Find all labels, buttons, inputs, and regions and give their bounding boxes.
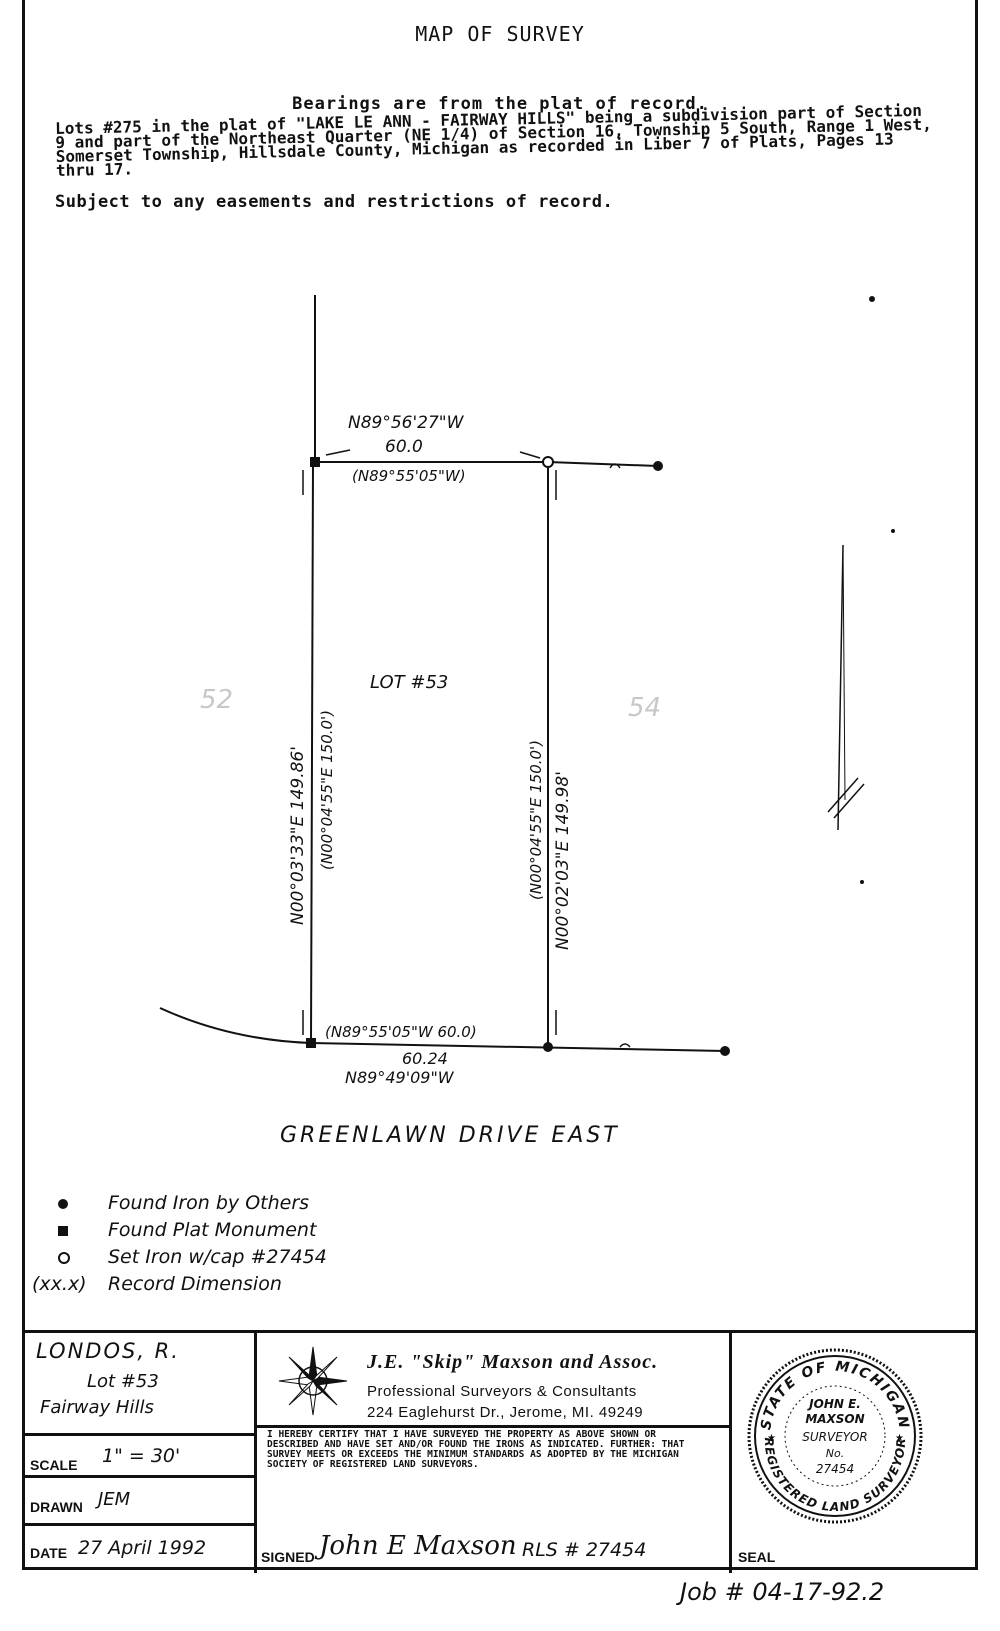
lot-line-west: [310, 461, 314, 1044]
break-mark-north: [609, 463, 621, 469]
firm-tagline: Professional Surveyors & Consultants: [367, 1383, 637, 1400]
break-mark-south: [619, 1043, 631, 1048]
legend-set-iron: Set Iron w/cap #27454: [108, 1246, 327, 1268]
adjacent-lot-west: 52: [200, 685, 233, 715]
right-of-way-curve: [159, 1007, 312, 1044]
set-iron-marker: [542, 456, 554, 468]
job-number: Job # 04-17-92.2: [680, 1578, 885, 1606]
divider: [22, 1523, 254, 1526]
compass-rose-logo: [278, 1346, 348, 1416]
lot-line-south: [310, 1042, 726, 1052]
signature: John E Maxson: [319, 1531, 517, 1561]
survey-mark-dot: [860, 880, 864, 884]
surveyor-seal: STATE OF MICHIGAN REGISTERED LAND SURVEY…: [747, 1348, 923, 1524]
lot-label: LOT #53: [370, 672, 448, 693]
seal-star-icon: ★: [767, 1433, 776, 1444]
found-iron-legend-icon: [58, 1190, 88, 1217]
west-measured-bearing: N00°03'33"E 149.86': [288, 746, 308, 925]
divider: [257, 1425, 729, 1428]
survey-mark-dot: [891, 529, 895, 533]
scale-value: 1" = 30': [102, 1445, 181, 1467]
survey-sheet-border: [22, 0, 978, 1570]
survey-map: N89°56'27"W 60.0 (N89°55'05"W) LOT #53 5…: [159, 295, 895, 1148]
seal-name: JOHN E.: [807, 1397, 861, 1411]
bottom-bearing: N89°49'09"W: [345, 1068, 455, 1087]
plat-monument-marker: [306, 1038, 316, 1048]
north-arrow-shaft: [837, 544, 844, 831]
lot-line-north-extension: [547, 461, 659, 467]
title-block-firm-panel: J.E. "Skip" Maxson and Assoc. Profession…: [257, 1333, 732, 1573]
seal-title: SURVEYOR: [802, 1430, 867, 1444]
found-iron-marker: [543, 1042, 553, 1052]
client-subdivision: Fairway Hills: [40, 1397, 154, 1418]
set-iron-legend-icon: [58, 1244, 88, 1271]
seal-label: SEAL: [738, 1549, 776, 1565]
dimension-arrow-top-right: [519, 451, 541, 459]
divider: [22, 1475, 254, 1478]
west-record-bearing: (N00°04'55"E 150.0'): [318, 710, 336, 870]
bottom-distance: 60.24: [402, 1049, 448, 1068]
top-distance: 60.0: [385, 437, 423, 457]
north-arrow-tip: [842, 544, 846, 801]
bearing-note: Bearings are from the plat of record.: [292, 94, 708, 114]
divider: [22, 1433, 254, 1436]
firm-name: J.E. "Skip" Maxson and Assoc.: [367, 1351, 659, 1373]
subject-note: Subject to any easements and restriction…: [55, 192, 614, 212]
seal-number: 27454: [816, 1462, 854, 1476]
drawn-label: DRAWN: [30, 1499, 83, 1515]
survey-mark-dot: [869, 296, 875, 302]
signed-label: SIGNED: [261, 1549, 315, 1565]
date-label: DATE: [30, 1545, 68, 1561]
plat-monument-legend-icon: [58, 1217, 88, 1244]
date-value: 27 April 1992: [78, 1537, 207, 1559]
title-block-client-panel: LONDOS, R. Lot #53 Fairway Hills SCALE 1…: [22, 1333, 257, 1573]
east-record-bearing: (N00°04'55"E 150.0'): [527, 740, 545, 900]
certification-text: I HEREBY CERTIFY THAT I HAVE SURVEYED TH…: [267, 1429, 685, 1470]
scale-label: SCALE: [30, 1457, 78, 1473]
seal-star-icon: ★: [895, 1433, 904, 1444]
drawn-value: JEM: [98, 1489, 131, 1510]
client-lot: Lot #53: [87, 1371, 159, 1392]
legend-record-dimension: Record Dimension: [108, 1273, 282, 1295]
east-measured-bearing: N00°02'03"E 149.98': [553, 771, 573, 950]
seal-surname: MAXSON: [805, 1412, 864, 1426]
adjacent-lot-east: 54: [628, 693, 661, 723]
legend-found-iron: Found Iron by Others: [108, 1192, 310, 1214]
map-title: MAP OF SURVEY: [415, 22, 585, 46]
legend-plat-monument: Found Plat Monument: [108, 1219, 317, 1241]
found-iron-marker: [720, 1046, 730, 1056]
street-name: GREENLAWN DRIVE EAST: [280, 1123, 620, 1148]
firm-address: 224 Eaglehurst Dr., Jerome, MI. 49249: [367, 1404, 644, 1421]
seal-no-label: No.: [826, 1447, 844, 1460]
top-bearing: N89°56'27"W: [348, 413, 465, 433]
rls-number: RLS # 27454: [522, 1539, 647, 1561]
record-symbol: (xx.x): [32, 1273, 87, 1295]
dimension-arrow-top-left: [325, 449, 351, 456]
plat-monument-marker: [310, 457, 320, 467]
top-record-bearing: (N89°55'05"W): [352, 467, 466, 485]
bottom-record-bearing: (N89°55'05"W 60.0): [325, 1023, 477, 1041]
title-block: LONDOS, R. Lot #53 Fairway Hills SCALE 1…: [22, 1330, 978, 1573]
client-name: LONDOS, R.: [36, 1339, 180, 1363]
north-arrow-hatch: [827, 777, 865, 819]
found-iron-marker: [653, 461, 663, 471]
